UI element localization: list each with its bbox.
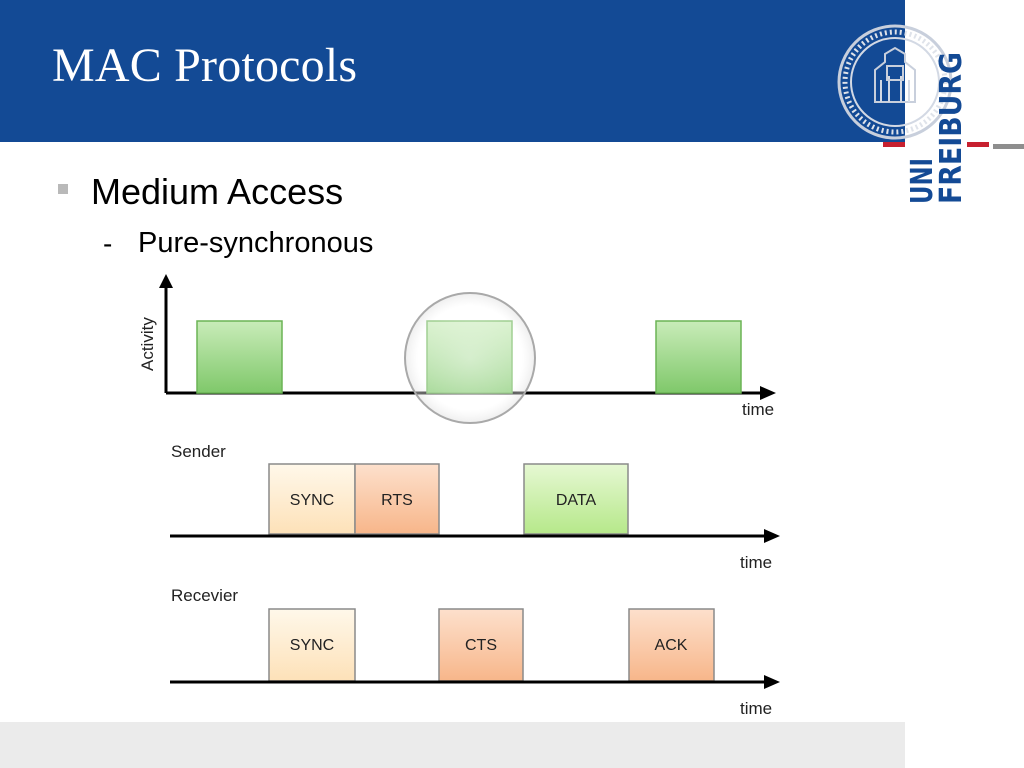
activity-y-arrowhead <box>159 274 173 288</box>
sender-box-rts <box>354 463 440 535</box>
receiver-xlabel: time <box>740 699 772 718</box>
sender-box-rts-label: RTS <box>381 492 413 509</box>
sub-bullet-pure-synchronous: Pure-synchronous <box>138 227 374 259</box>
timing-diagram: Activity time Sender SYNC RTS DATA time … <box>138 274 780 718</box>
activity-xlabel: time <box>742 400 774 419</box>
sender-box-data-label: DATA <box>556 492 597 509</box>
receiver-box-ack-label: ACK <box>655 637 688 654</box>
slide-title: MAC Protocols <box>52 39 358 92</box>
sender-box-data <box>523 463 629 535</box>
footer-bar <box>0 722 905 768</box>
receiver-box-sync-label: SYNC <box>290 637 334 654</box>
receiver-box-cts-label: CTS <box>465 637 497 654</box>
uni-freiburg-logo: UNI FREIBURG <box>883 52 1024 204</box>
bullet-square-icon <box>58 184 68 194</box>
activity-x-arrowhead <box>760 386 776 400</box>
logo-text-uni: UNI <box>905 158 940 204</box>
activity-panel: Activity time <box>138 274 776 424</box>
logo-red-bar-left <box>883 142 905 147</box>
university-seal-icon <box>837 24 953 140</box>
receiver-arrowhead <box>764 675 780 689</box>
activity-period-1 <box>196 320 283 394</box>
sender-xlabel: time <box>740 553 772 572</box>
sender-box-sync <box>268 463 356 535</box>
sender-panel: Sender SYNC RTS DATA time <box>170 442 780 572</box>
sub-bullet-dash: - <box>103 228 113 259</box>
activity-ylabel: Activity <box>138 317 157 371</box>
activity-period-3 <box>655 320 742 394</box>
header-bar <box>0 0 905 142</box>
receiver-box-ack <box>628 608 715 682</box>
sender-box-sync-label: SYNC <box>290 492 334 509</box>
bullet-medium-access: Medium Access <box>91 171 344 212</box>
logo-grey-bar <box>993 144 1024 149</box>
receiver-panel: Recevier SYNC CTS ACK time <box>170 586 780 718</box>
sender-arrowhead <box>764 529 780 543</box>
logo-red-bar-middle <box>967 142 989 147</box>
receiver-label: Recevier <box>171 586 238 605</box>
sender-label: Sender <box>171 442 226 461</box>
logo-text-freiburg: FREIBURG <box>934 52 969 204</box>
zoom-magnifier-circle <box>404 292 536 424</box>
